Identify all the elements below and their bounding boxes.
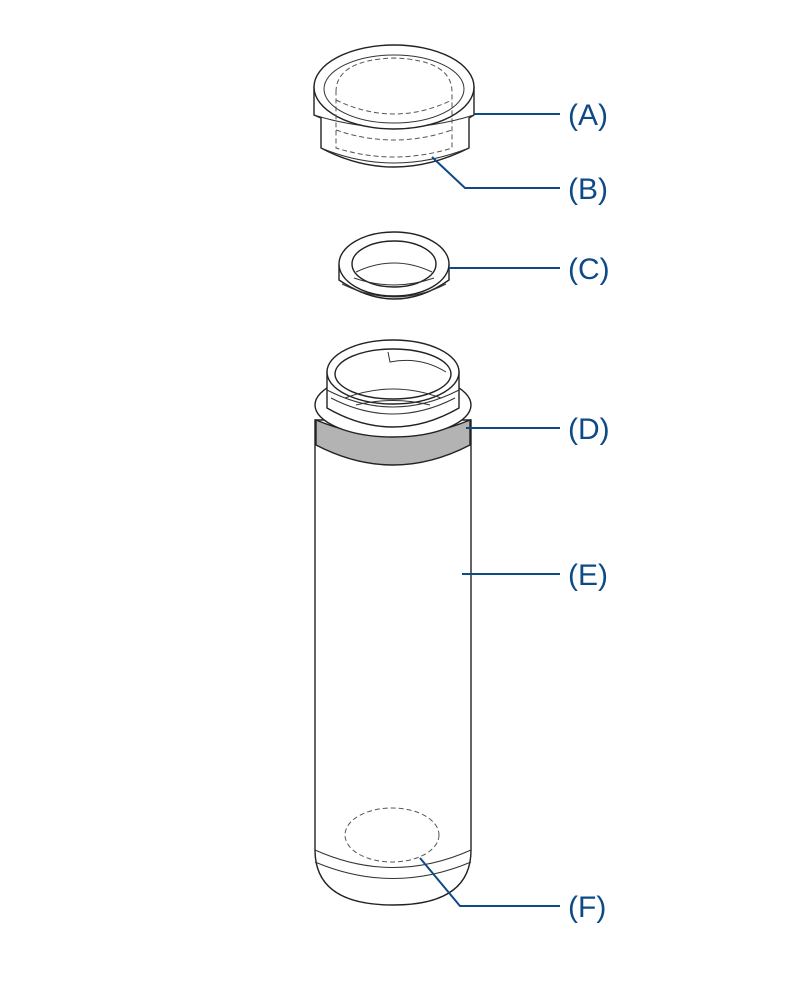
callout-f: (F) bbox=[568, 891, 606, 924]
bottle bbox=[314, 419, 472, 906]
lid bbox=[313, 44, 475, 168]
callout-a: (A) bbox=[568, 99, 608, 132]
callout-b: (B) bbox=[568, 173, 608, 206]
leader-b bbox=[431, 156, 560, 189]
callout-c: (C) bbox=[568, 253, 610, 286]
bottle-neck bbox=[326, 339, 460, 428]
callout-d: (D) bbox=[568, 413, 610, 446]
callout-labels: (A) (B) (C) (D) (E) (F) bbox=[568, 99, 610, 924]
leader-f bbox=[419, 857, 560, 907]
leader-lines bbox=[419, 113, 560, 907]
callout-e: (E) bbox=[568, 559, 608, 592]
gasket-ring bbox=[338, 231, 450, 300]
